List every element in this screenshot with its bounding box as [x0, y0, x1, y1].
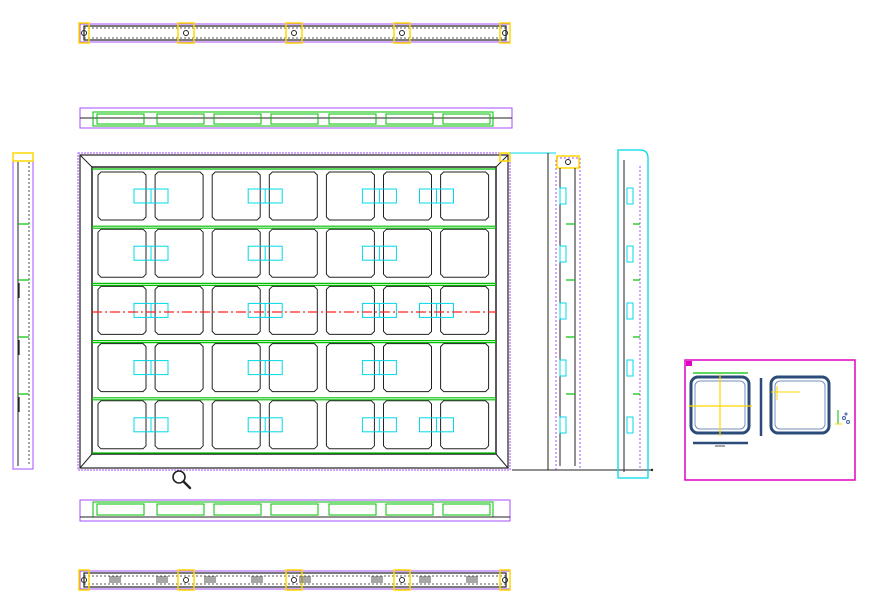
- grid-panel: [97, 228, 147, 278]
- grid-panel: [440, 171, 490, 221]
- slot: [213, 503, 262, 516]
- right-side-section: [510, 152, 654, 472]
- bottom-slot-strip: [79, 499, 511, 522]
- bottom-rail-view: [78, 569, 511, 591]
- grid-panel: [440, 285, 490, 335]
- grid-panel: [383, 171, 432, 221]
- grid-panel: [154, 400, 204, 450]
- grid-panel: [97, 400, 147, 450]
- grid-panel: [211, 228, 261, 278]
- grid-panel: [383, 343, 432, 393]
- grid-panel: [268, 400, 318, 450]
- main-plan-view: [77, 152, 511, 471]
- slot: [442, 113, 491, 125]
- slot: [270, 113, 319, 125]
- slot: [385, 113, 434, 125]
- grid-panel: [383, 400, 432, 450]
- grid-panel: [325, 228, 375, 278]
- grid-panel: [211, 285, 261, 335]
- magnifier-icon[interactable]: [170, 468, 192, 490]
- grid-panel: [268, 285, 318, 335]
- grid-panel: [325, 400, 375, 450]
- grid-panel: [325, 285, 375, 335]
- grid-panel: [154, 171, 204, 221]
- slot: [385, 503, 434, 516]
- grid-panel: [325, 343, 375, 393]
- grid-panel: [440, 343, 490, 393]
- slot: [270, 503, 319, 516]
- grid-panel: [440, 228, 490, 278]
- slot: [213, 113, 262, 125]
- grid-panel: [211, 171, 261, 221]
- top-rail-view: [78, 22, 511, 44]
- top-slot-strip: [79, 107, 513, 129]
- grid-panel: [97, 343, 147, 393]
- slot: [96, 113, 145, 125]
- grid-panel: [268, 343, 318, 393]
- slot: [328, 503, 377, 516]
- grid-panel: [211, 400, 261, 450]
- grid-panel: [154, 228, 204, 278]
- grid-panel: [154, 285, 204, 335]
- grid-panel: [325, 171, 375, 221]
- grid-panel: [154, 343, 204, 393]
- slot: [96, 503, 145, 516]
- cross-section-detail: [684, 359, 856, 481]
- grid-panel: [97, 171, 147, 221]
- grid-panel: [268, 228, 318, 278]
- grid-panel: [383, 228, 432, 278]
- slot: [328, 113, 377, 125]
- grid-panel: [383, 285, 432, 335]
- grid-panel: [440, 400, 490, 450]
- grid-panel: [211, 343, 261, 393]
- grid-panel: [268, 171, 318, 221]
- slot: [156, 113, 205, 125]
- slot: [442, 503, 491, 516]
- slot: [156, 503, 205, 516]
- grid-panel: [97, 285, 147, 335]
- far-right-section: [617, 149, 649, 479]
- left-side-view: [12, 152, 34, 470]
